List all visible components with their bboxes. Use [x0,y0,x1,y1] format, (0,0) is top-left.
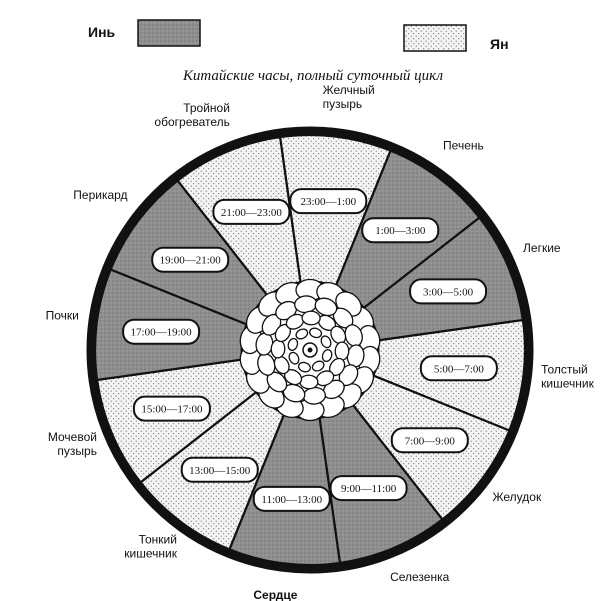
organ-label: Легкие [523,241,561,255]
time-label: 19:00—21:00 [160,255,222,267]
center-flower-icon [239,278,381,422]
time-label: 23:00—1:00 [300,196,356,208]
organ-label: Перикард [73,188,127,202]
time-label: 15:00—17:00 [141,404,203,416]
time-label: 5:00—7:00 [434,363,485,375]
time-pill [180,456,259,483]
time-label: 13:00—15:00 [189,465,251,477]
organ-label: Сердце [253,588,297,601]
time-pill [289,188,368,215]
organ-label: Печень [443,139,484,153]
diagram-title: Китайские часы, полный суточный цикл [182,68,444,84]
time-pill [419,355,498,382]
time-label: 11:00—13:00 [261,494,322,506]
time-pill [329,475,408,502]
time-pill [409,278,488,305]
time-pill [361,217,440,244]
time-label: 9:00—11:00 [341,483,397,495]
time-label: 21:00—23:00 [221,207,283,219]
organ-label: Селезенка [390,570,450,584]
legend-yin-swatch [137,19,201,47]
time-pill [252,485,331,512]
legend: Инь Ян [88,19,509,52]
time-pill [151,246,230,273]
time-pill [212,198,291,225]
time-pill [132,395,211,422]
time-label: 17:00—19:00 [131,327,193,339]
time-label: 7:00—9:00 [405,435,456,447]
time-label: 1:00—3:00 [375,225,426,237]
legend-yang-label: Ян [490,36,509,52]
legend-yang-swatch [403,24,467,52]
time-label: 3:00—5:00 [423,286,474,298]
time-pill [390,427,469,454]
organ-label: Желудок [492,490,541,504]
legend-yin-label: Инь [88,24,116,40]
organ-label: Почки [46,308,79,322]
time-pill [122,318,201,345]
clock-wheel: 23:00—1:00 1:00—3:00 3:00—5:00 5:00—7:00 7:0… [86,126,534,574]
